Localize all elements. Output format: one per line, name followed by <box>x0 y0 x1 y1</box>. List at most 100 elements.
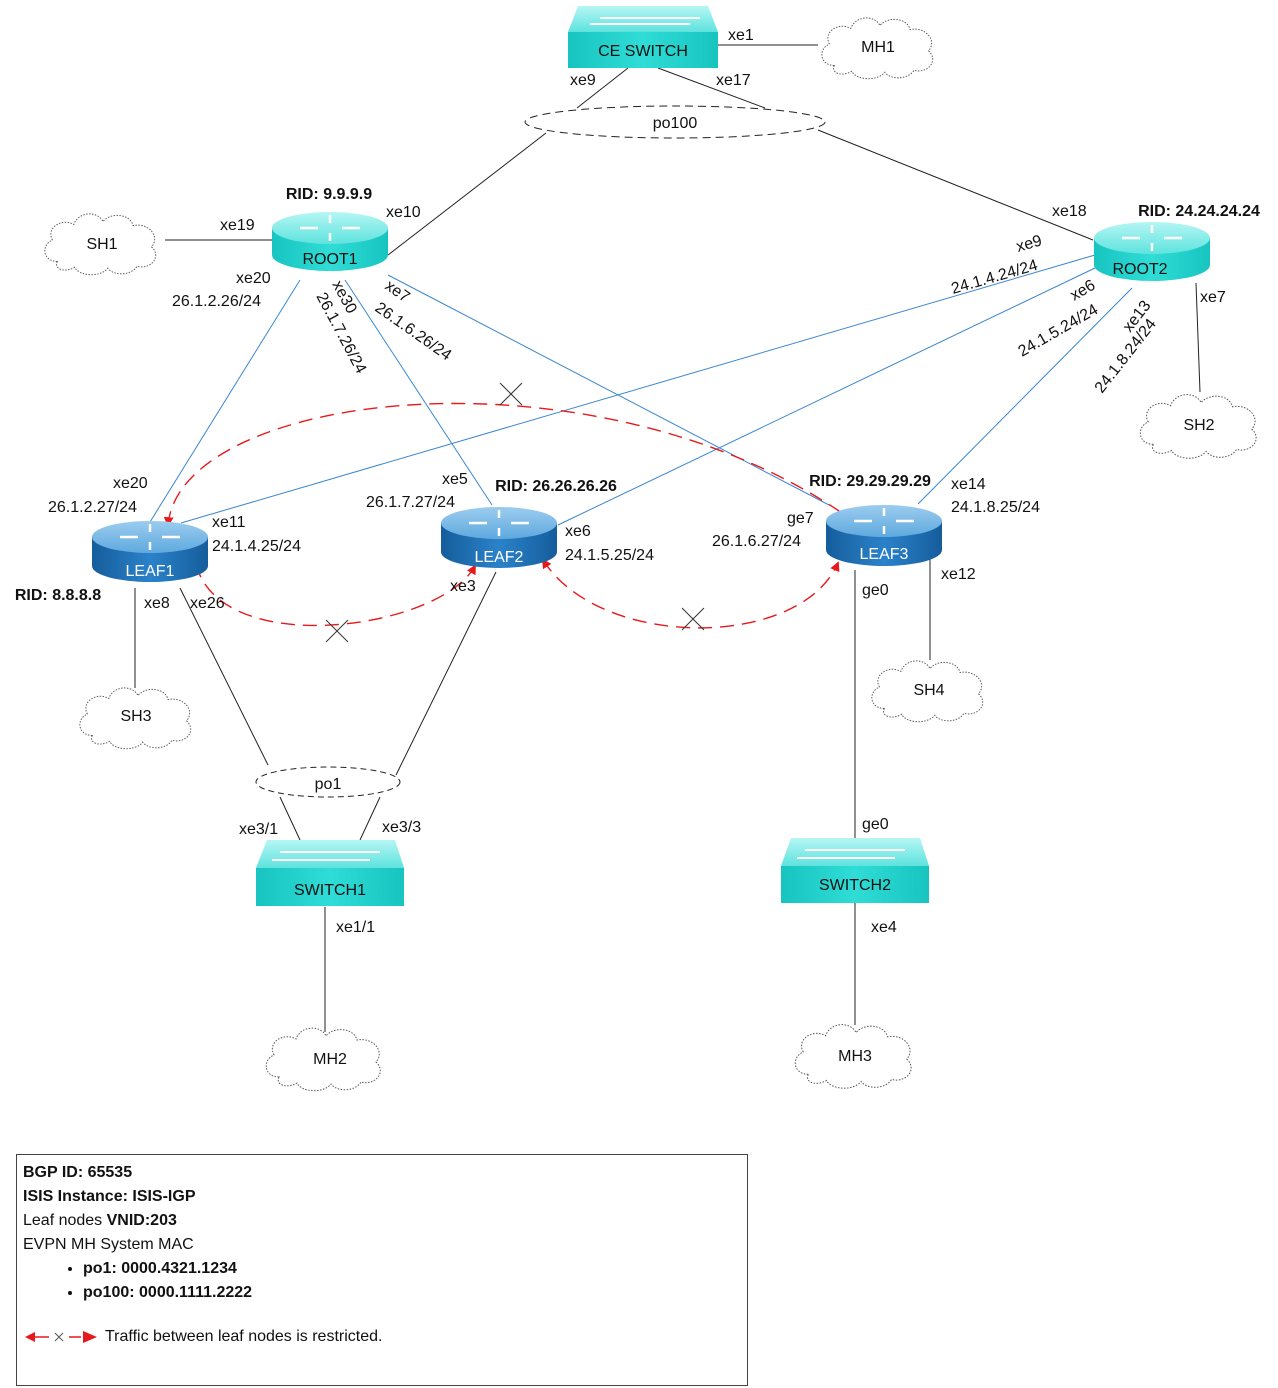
host-sh1[interactable]: SH1 <box>44 213 157 276</box>
if-label: xe5 <box>442 471 468 488</box>
if-label: 24.1.5.25/24 <box>565 547 654 564</box>
router-id: RID: 29.29.29.29 <box>809 473 931 490</box>
device-label: SWITCH2 <box>819 877 891 894</box>
if-label: xe7 <box>1200 289 1226 306</box>
router-id: RID: 26.26.26.26 <box>495 478 617 495</box>
if-label: xe1/1 <box>336 919 375 936</box>
link-root2-leaf1 <box>180 254 1096 524</box>
if-label: xe14 <box>951 476 986 493</box>
device-label: SWITCH1 <box>294 882 366 899</box>
switch-icon <box>568 6 718 68</box>
link-po100-root1 <box>387 132 547 256</box>
link-root2-leaf3 <box>917 287 1133 505</box>
legend-vnid: Leaf nodes VNID:203 <box>23 1209 741 1233</box>
if-label: xe1 <box>728 27 754 44</box>
device-label: LEAF1 <box>126 563 175 580</box>
host-sh3[interactable]: SH3 <box>79 687 192 750</box>
restricted-arrow-icon <box>25 1331 97 1343</box>
if-label: xe9 <box>1014 232 1044 255</box>
device-root2[interactable]: ROOT2 RID: 24.24.24.24 <box>1094 203 1260 281</box>
if-label: xe18 <box>1052 203 1087 220</box>
blocked-icon <box>499 382 523 406</box>
device-switch1[interactable]: SWITCH1 <box>256 840 404 906</box>
if-label: xe6 <box>565 523 591 540</box>
if-label: 24.1.5.24/24 <box>1016 301 1102 360</box>
if-label: ge7 <box>787 510 814 527</box>
links-black <box>134 44 1201 1032</box>
device-label: ROOT1 <box>302 251 357 268</box>
host-label: MH2 <box>313 1051 347 1068</box>
if-label: xe6 <box>1068 277 1099 305</box>
host-label: SH4 <box>913 682 944 699</box>
if-label: 26.1.7.27/24 <box>366 494 455 511</box>
link-root2-sh2 <box>1195 282 1201 393</box>
restricted-path-leaf1-leaf2 <box>193 562 476 627</box>
link-po100-root2 <box>817 129 1094 241</box>
host-sh4[interactable]: SH4 <box>871 660 984 723</box>
router-id: RID: 24.24.24.24 <box>1138 203 1260 220</box>
if-label: xe11 <box>212 514 246 531</box>
if-label: 26.1.2.26/24 <box>172 293 261 310</box>
router-icon <box>826 505 942 566</box>
legend-vnid-value: VNID:203 <box>106 1212 177 1229</box>
if-label: 24.1.8.25/24 <box>951 499 1040 516</box>
if-label: 26.1.6.26/24 <box>372 299 455 364</box>
legend-bgp-id: BGP ID: 65535 <box>23 1164 133 1181</box>
interface-labels: xe1 xe9 xe17 xe19 xe10 xe20 26.1.2.26/24… <box>48 27 1226 936</box>
blocked-marks <box>325 382 705 643</box>
po100-label: po100 <box>653 115 698 132</box>
host-label: SH2 <box>1183 417 1214 434</box>
device-label: ROOT2 <box>1112 261 1167 278</box>
host-mh1[interactable]: MH1 <box>821 17 934 80</box>
if-label: xe20 <box>113 475 148 492</box>
link-ce-xe9 <box>576 67 629 109</box>
device-leaf1[interactable]: LEAF1 RID: 8.8.8.8 <box>15 521 208 604</box>
router-icon <box>272 212 388 271</box>
device-switch2[interactable]: SWITCH2 <box>781 838 929 903</box>
blocked-icon <box>681 607 705 631</box>
host-mh3[interactable]: MH3 <box>794 1024 912 1089</box>
router-icon <box>1094 222 1210 281</box>
device-root1[interactable]: ROOT1 RID: 9.9.9.9 <box>272 186 388 271</box>
legend-isis-instance: ISIS Instance: ISIS-IGP <box>23 1188 196 1205</box>
legend-evpn-title: EVPN MH System MAC <box>23 1236 194 1253</box>
host-mh2[interactable]: MH2 <box>265 1027 381 1092</box>
if-label: ge0 <box>862 582 889 599</box>
device-ce-switch[interactable]: CE SWITCH <box>568 6 718 68</box>
legend-box: BGP ID: 65535 ISIS Instance: ISIS-IGP Le… <box>16 1154 748 1386</box>
if-label: xe10 <box>386 204 421 221</box>
blocked-icon <box>325 619 349 643</box>
po100-ellipse <box>524 105 826 139</box>
device-leaf2[interactable]: LEAF2 RID: 26.26.26.26 <box>441 478 617 568</box>
device-leaf3[interactable]: LEAF3 RID: 29.29.29.29 <box>809 473 942 566</box>
if-label: xe19 <box>220 217 255 234</box>
if-label: xe3 <box>450 578 476 595</box>
if-label: xe20 <box>236 270 271 287</box>
po1-ellipse <box>255 766 401 798</box>
link-po1-switch1-a <box>279 796 301 841</box>
link-root2-leaf2 <box>557 267 1096 526</box>
switch-icon <box>256 840 404 906</box>
if-label: xe3/3 <box>382 819 421 836</box>
host-label: MH1 <box>861 39 895 56</box>
if-label: xe9 <box>570 72 596 89</box>
if-label: xe4 <box>871 919 897 936</box>
if-label: xe8 <box>144 595 170 612</box>
legend-restricted: Traffic between leaf nodes is restricted… <box>23 1325 741 1349</box>
if-label: 24.1.4.25/24 <box>212 538 301 555</box>
if-label: xe17 <box>716 72 751 89</box>
if-label: xe12 <box>941 566 976 583</box>
link-ce-xe17 <box>657 67 766 109</box>
router-icon <box>441 507 557 568</box>
if-label: 26.1.2.27/24 <box>48 499 137 516</box>
router-id: RID: 8.8.8.8 <box>15 587 101 604</box>
legend-mac-po100: po100: 0000.1111.2222 <box>83 1281 741 1305</box>
host-sh2[interactable]: SH2 <box>1139 394 1257 459</box>
po1-label: po1 <box>315 776 342 793</box>
legend-vnid-prefix: Leaf nodes <box>23 1212 107 1229</box>
router-id: RID: 9.9.9.9 <box>286 186 372 203</box>
link-root1-leaf3 <box>387 274 830 506</box>
if-label: xe26 <box>190 595 225 612</box>
if-label: 26.1.6.27/24 <box>712 533 801 550</box>
links-underlay <box>149 254 1133 526</box>
